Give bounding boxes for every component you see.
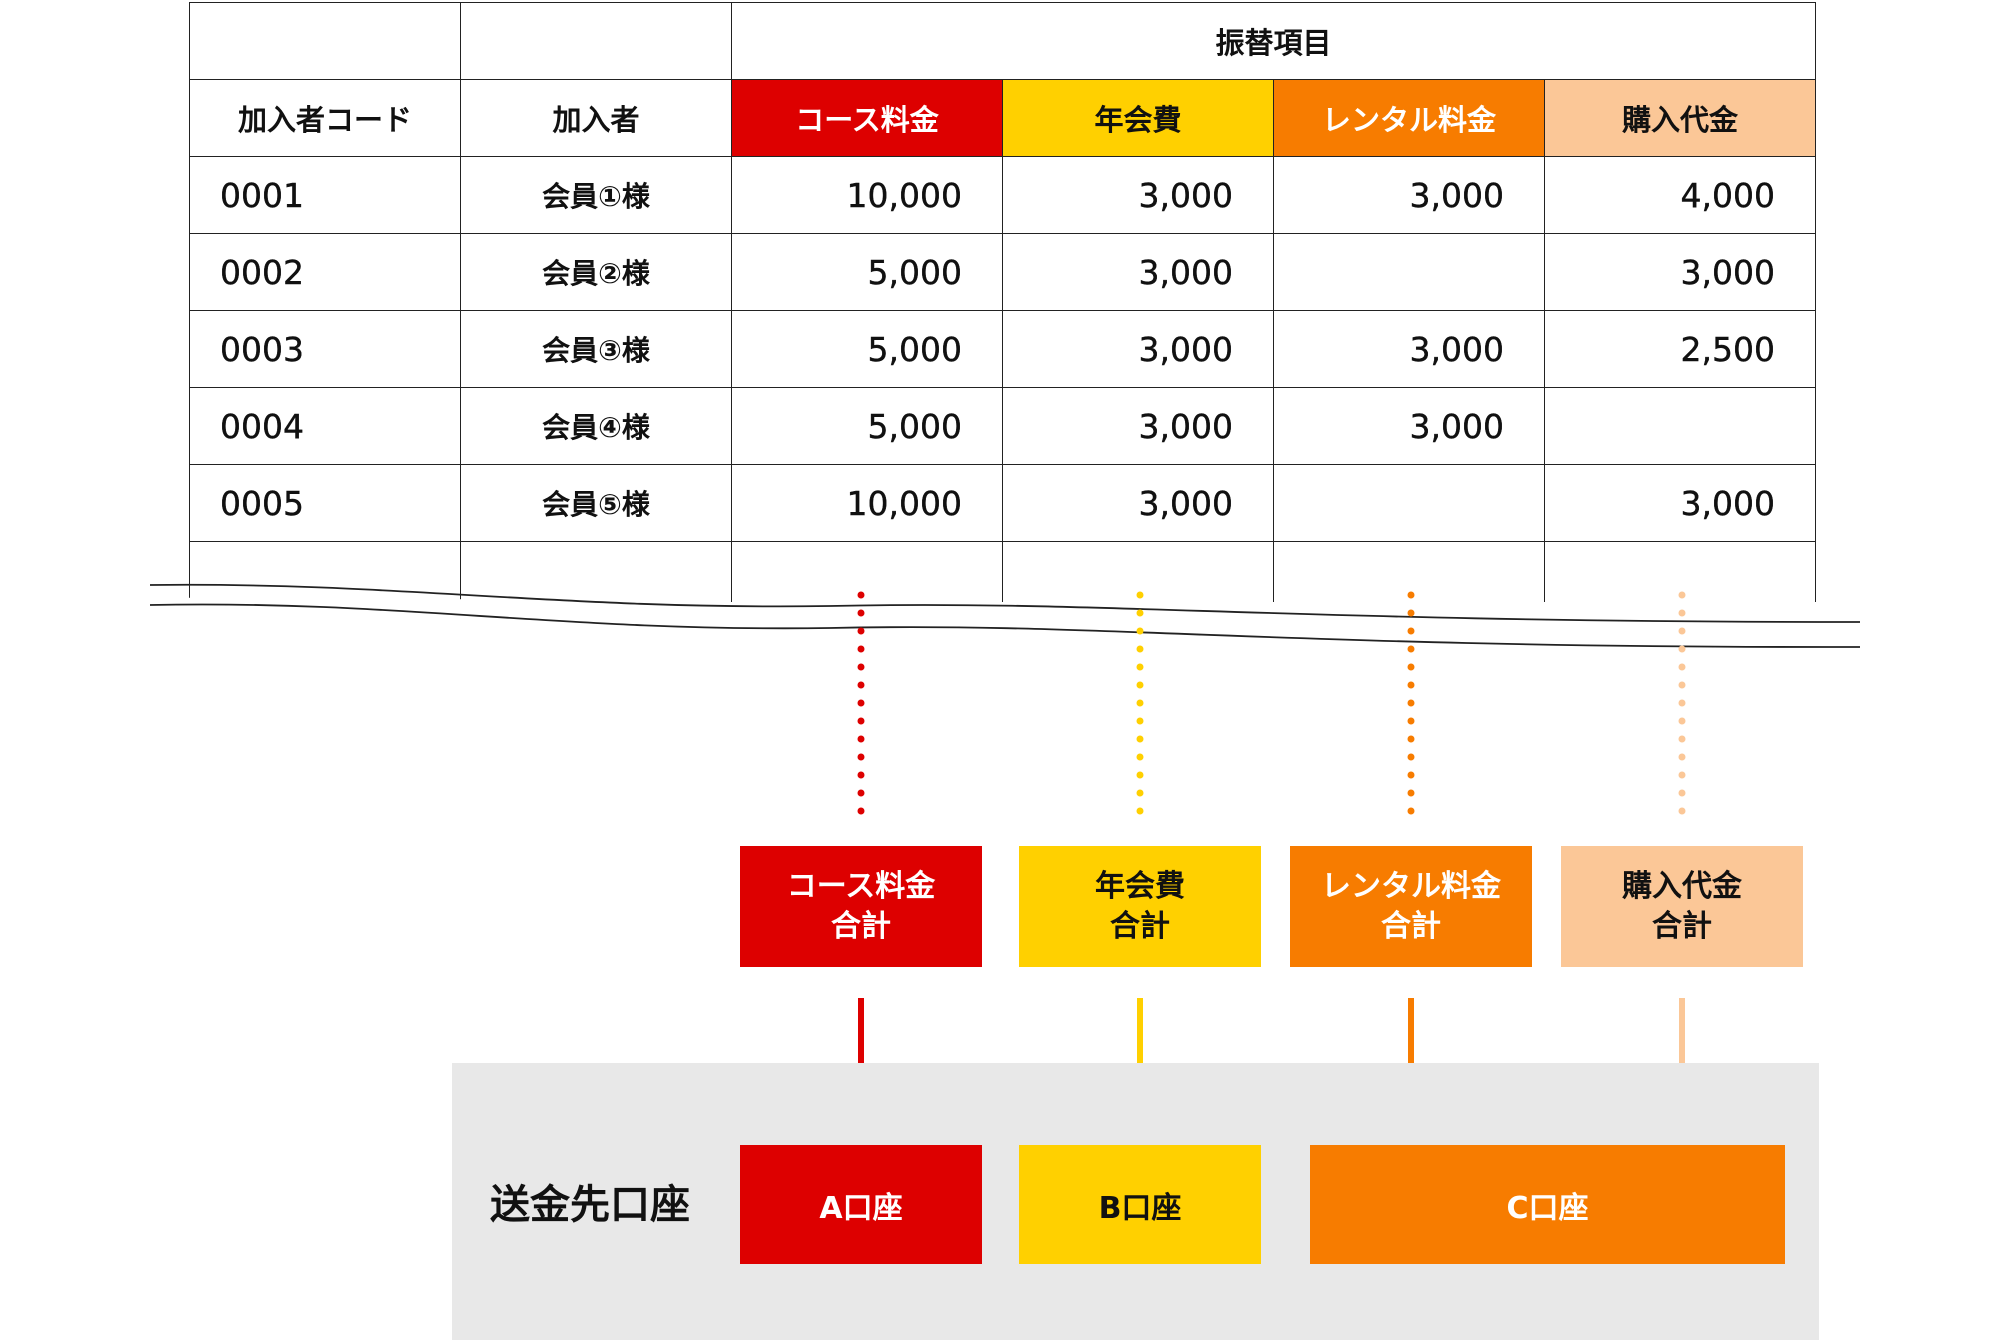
subscriber-name: 会員②様: [460, 233, 732, 311]
table-row: 0004 会員④様 5,000 3,000 3,000: [189, 387, 1816, 465]
rental-fee-value: 3,000: [1273, 387, 1545, 465]
header-empty-cell: [460, 2, 732, 80]
table-break-mask: [145, 595, 1860, 680]
annual-fee-value: 3,000: [1002, 156, 1274, 234]
account-a-box: A口座: [740, 1145, 982, 1264]
table-row: 0001 会員①様 10,000 3,000 3,000 4,000: [189, 156, 1816, 234]
annual-fee-value: 3,000: [1002, 233, 1274, 311]
subscriber-name: 会員③様: [460, 310, 732, 388]
table-break-wave-lower: [149, 603, 1861, 648]
table-row: 0005 会員⑤様 10,000 3,000 3,000: [189, 464, 1816, 542]
course-fee-total-label: コース料金: [786, 868, 936, 904]
account-b-box: B口座: [1019, 1145, 1261, 1264]
annual-fee-header: 年会費: [1002, 79, 1274, 157]
subscriber-code-header: 加入者コード: [189, 79, 461, 157]
rental-fee-header: レンタル料金: [1273, 79, 1545, 157]
subscriber-name: 会員⑤様: [460, 464, 732, 542]
course-fee-value: 10,000: [731, 156, 1003, 234]
purchase-price-total-sublabel: 合計: [1652, 908, 1712, 944]
truncated-row: [189, 541, 1816, 602]
destination-account-label: 送金先口座: [490, 1182, 690, 1228]
header-empty-cell: [189, 2, 461, 80]
account-c-box: C口座: [1310, 1145, 1785, 1264]
table-row: 0002 会員②様 5,000 3,000 3,000: [189, 233, 1816, 311]
annual-fee-total-box: 年会費 合計: [1019, 846, 1261, 967]
rental-fee-total-sublabel: 合計: [1381, 908, 1441, 944]
annual-fee-total-label: 年会費: [1095, 868, 1185, 904]
subscriber-code: 0005: [189, 464, 461, 542]
course-fee-header: コース料金: [731, 79, 1003, 157]
subscriber-name: 会員①様: [460, 156, 732, 234]
annual-fee-value: 3,000: [1002, 464, 1274, 542]
purchase-price-total-box: 購入代金 合計: [1561, 846, 1803, 967]
subscriber-code: 0004: [189, 387, 461, 465]
rental-fee-total-box: レンタル料金 合計: [1290, 846, 1532, 967]
purchase-price-value: 4,000: [1544, 156, 1816, 234]
purchase-price-value: 2,500: [1544, 310, 1816, 388]
rental-fee-value: [1273, 464, 1545, 542]
purchase-price-value: 3,000: [1544, 233, 1816, 311]
subscriber-code: 0001: [189, 156, 461, 234]
purchase-price-value: [1544, 387, 1816, 465]
course-fee-value: 5,000: [731, 233, 1003, 311]
rental-fee-value: [1273, 233, 1545, 311]
annual-fee-value: 3,000: [1002, 310, 1274, 388]
column-header-row: 加入者コード 加入者 コース料金 年会費 レンタル料金 購入代金: [189, 79, 1816, 157]
transfer-items-header: 振替項目: [731, 2, 1816, 80]
course-fee-value: 10,000: [731, 464, 1003, 542]
course-fee-value: 5,000: [731, 310, 1003, 388]
purchase-price-value: 3,000: [1544, 464, 1816, 542]
rental-fee-total-label: レンタル料金: [1321, 868, 1501, 904]
subscriber-code: 0002: [189, 233, 461, 311]
table-row: 0003 会員③様 5,000 3,000 3,000 2,500: [189, 310, 1816, 388]
course-fee-value: 5,000: [731, 387, 1003, 465]
rental-fee-value: 3,000: [1273, 156, 1545, 234]
annual-fee-value: 3,000: [1002, 387, 1274, 465]
subscriber-code: 0003: [189, 310, 461, 388]
rental-fee-value: 3,000: [1273, 310, 1545, 388]
course-fee-total-box: コース料金 合計: [740, 846, 982, 967]
course-fee-total-sublabel: 合計: [831, 908, 891, 944]
annual-fee-total-sublabel: 合計: [1110, 908, 1170, 944]
subscriber-header: 加入者: [460, 79, 732, 157]
transfer-table: 振替項目 加入者コード 加入者 コース料金 年会費 レンタル料金 購入代金 00…: [189, 2, 1816, 602]
group-header-row: 振替項目: [189, 2, 1816, 80]
purchase-price-total-label: 購入代金: [1622, 868, 1742, 904]
purchase-price-header: 購入代金: [1544, 79, 1816, 157]
subscriber-name: 会員④様: [460, 387, 732, 465]
